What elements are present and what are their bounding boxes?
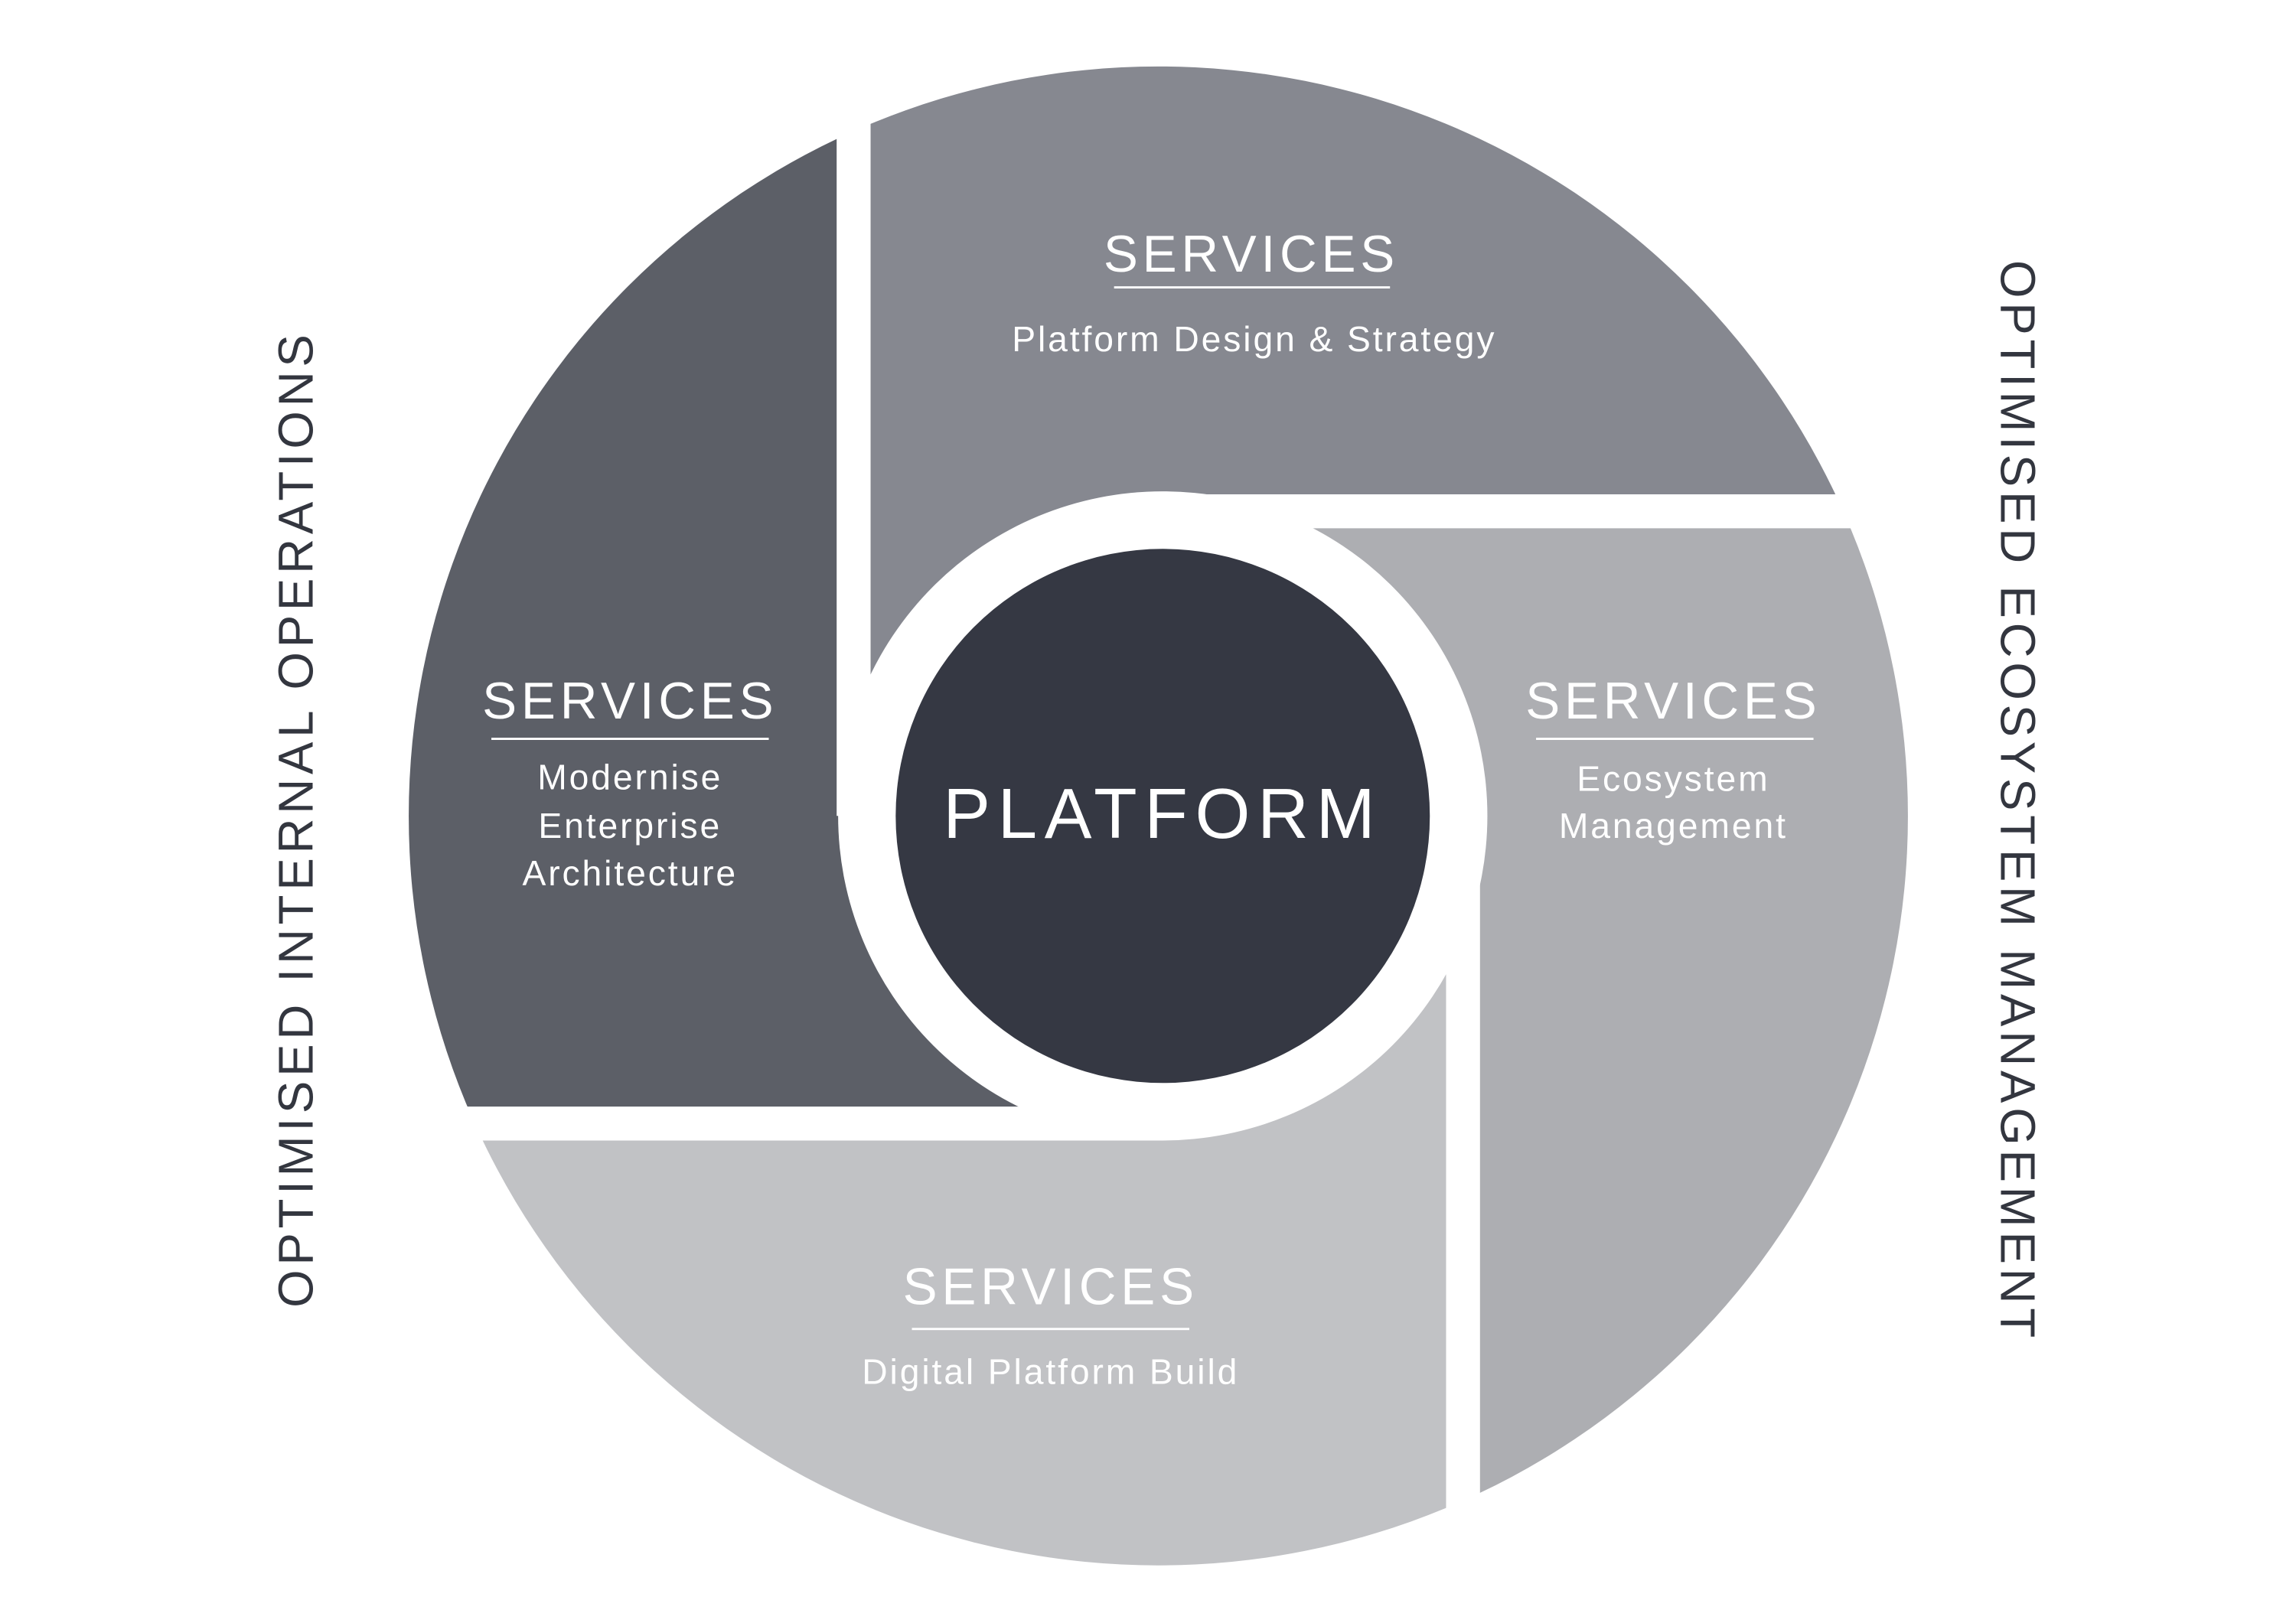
segment-right-title: SERVICES: [1525, 673, 1821, 730]
segment-bottom-line-1: Digital Platform Build: [862, 1352, 1239, 1392]
segment-bottom: [409, 816, 1446, 1566]
platform-label: PLATFORM: [943, 774, 1382, 853]
segment-left-line-1: Modernise: [537, 758, 722, 797]
segment-top-title: SERVICES: [1104, 226, 1399, 283]
segment-left-underline: [491, 738, 769, 740]
segment-left-line-2: Enterprise: [538, 806, 722, 846]
segment-bottom-underline: [912, 1328, 1189, 1331]
segment-top-underline: [1114, 286, 1391, 289]
segment-right-underline: [1536, 738, 1814, 740]
segment-right-line-1: Ecosystem: [1577, 759, 1769, 799]
segment-bottom-title: SERVICES: [903, 1258, 1199, 1315]
segment-right-line-2: Management: [1559, 806, 1788, 846]
platform-core-circle: [895, 549, 1430, 1084]
segment-top-line-1: Platform Design & Strategy: [1012, 319, 1496, 359]
segment-left-line-3: Architecture: [522, 853, 738, 893]
side-label-left: OPTIMISED INTERNAL OPERATIONS: [269, 330, 324, 1308]
side-label-right: OPTIMISED ECOSYSTEM MANAGEMENT: [1990, 260, 2044, 1342]
segment-left-title: SERVICES: [482, 673, 778, 730]
